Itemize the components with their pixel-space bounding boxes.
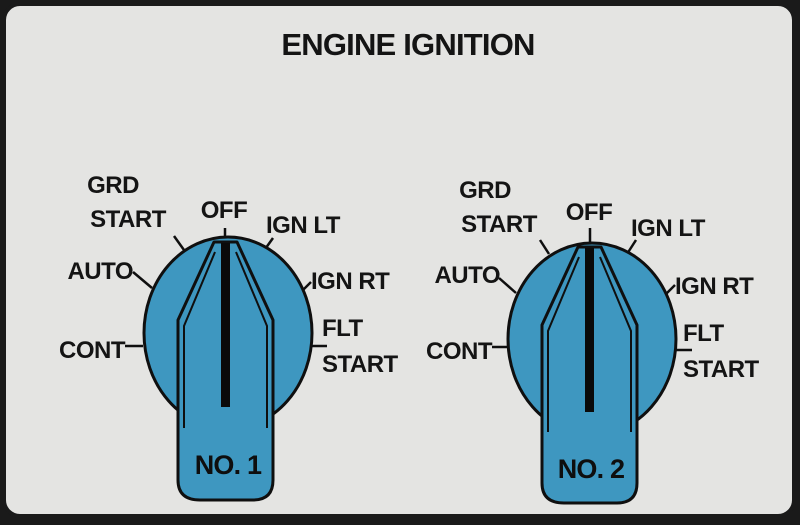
position-label-grd: GRD — [459, 177, 511, 204]
position-label-start: START — [461, 211, 538, 238]
position-label-flt-start: START — [683, 356, 760, 383]
tick-grd-start — [538, 239, 551, 255]
tick-auto — [498, 277, 517, 294]
switch-plate-label-2: NO. 2 — [558, 454, 625, 484]
position-label-ign-lt: IGN LT — [631, 215, 706, 242]
position-label-ign-rt: IGN RT — [675, 273, 754, 300]
position-label-cont: CONT — [426, 338, 493, 365]
handle-inset-1 — [183, 251, 268, 428]
position-label-flt: FLT — [322, 315, 364, 342]
panel-title: ENGINE IGNITION — [281, 27, 534, 62]
detent-ticks-1 — [125, 228, 327, 348]
position-label-flt: FLT — [683, 320, 725, 347]
position-label-off: OFF — [566, 199, 613, 226]
ignition-switch-2[interactable]: NO. 2 GRD START OFF IGN LT AUTO IGN RT C… — [426, 177, 760, 505]
position-label-grd: GRD — [87, 172, 139, 199]
tick-auto — [132, 271, 153, 289]
position-label-off: OFF — [201, 197, 248, 224]
switch-plate-label-1: NO. 1 — [195, 450, 262, 480]
detent-ticks-2 — [492, 228, 692, 352]
position-label-cont: CONT — [59, 337, 126, 364]
pointer-bar-2 — [585, 248, 594, 412]
position-label-auto: AUTO — [434, 262, 500, 289]
handle-inset-2 — [547, 256, 632, 432]
position-label-ign-lt: IGN LT — [266, 212, 341, 239]
tick-grd-start — [172, 235, 186, 251]
pointer-bar-1 — [221, 243, 230, 407]
ignition-switch-1[interactable]: NO. 1 GRD START OFF IGN LT AUTO IGN RT C… — [59, 172, 399, 502]
position-label-ign-rt: IGN RT — [311, 268, 390, 295]
position-label-flt-start: START — [322, 351, 399, 378]
position-label-start: START — [90, 206, 167, 233]
position-label-auto: AUTO — [67, 258, 133, 285]
